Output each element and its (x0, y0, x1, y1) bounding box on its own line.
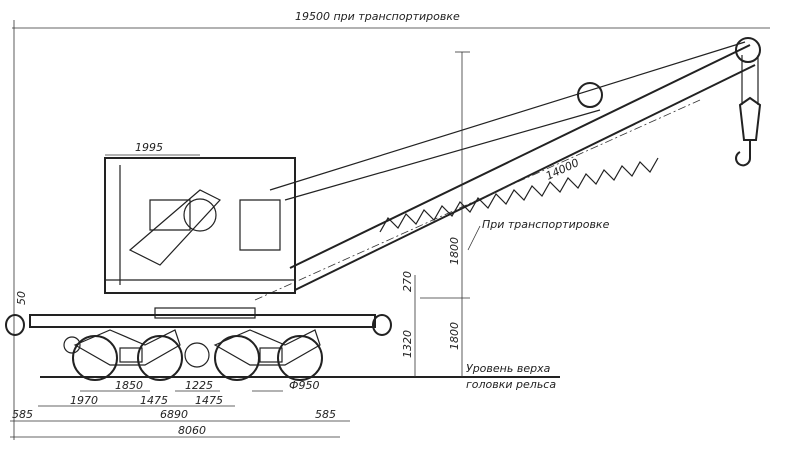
offset-50-label: 50 (15, 291, 28, 305)
frame-height-label: 1320 (401, 330, 414, 358)
axle-1475-a-label: 1475 (140, 394, 168, 407)
left-coupler (5, 314, 25, 336)
boom-height-label: 1800 (448, 237, 461, 265)
overall-transport-dimension: 19500 при транспортировке (12, 10, 770, 440)
vertical-dimensions: 1800 1800 270 1320 (401, 51, 470, 377)
horizontal-dimensions: 1850 1225 Ф950 1970 1475 1475 585 6890 5… (10, 379, 350, 438)
crane-cab: 1995 (104, 141, 296, 319)
bogie-base-label: 1850 (115, 379, 143, 392)
dist-1225-label: 1225 (185, 379, 213, 392)
overhang-right-label: 585 (315, 408, 336, 421)
boom: 14000 При транспортировке (254, 37, 762, 301)
platform-height-label: 1800 (448, 322, 461, 350)
overall-transport-label: 19500 при транспортировке (295, 10, 460, 23)
bogie-centers-label: 6890 (160, 408, 188, 421)
axle-1475-b-label: 1475 (195, 394, 223, 407)
height-270-label: 270 (401, 271, 414, 292)
head-sheave (735, 37, 761, 63)
right-coupler (372, 314, 392, 336)
overall-length-label: 8060 (178, 424, 206, 437)
hook-block (738, 96, 762, 141)
dist-1970-label: 1970 (70, 394, 98, 407)
hook-icon (735, 140, 752, 167)
transport-note-label: При транспортировке (482, 218, 610, 231)
rail-level-label-2: головки рельса (466, 378, 556, 391)
platform: 50 (5, 291, 392, 354)
cab-width-label: 1995 (135, 141, 163, 154)
overhang-left-label: 585 (12, 408, 33, 421)
bogies (72, 329, 323, 381)
rail-level-label-1: Уровень верха (466, 362, 551, 375)
hand-brake-wheel (63, 336, 81, 354)
wheel-diameter-label: Ф950 (289, 379, 319, 392)
boom-sheave (577, 82, 603, 108)
